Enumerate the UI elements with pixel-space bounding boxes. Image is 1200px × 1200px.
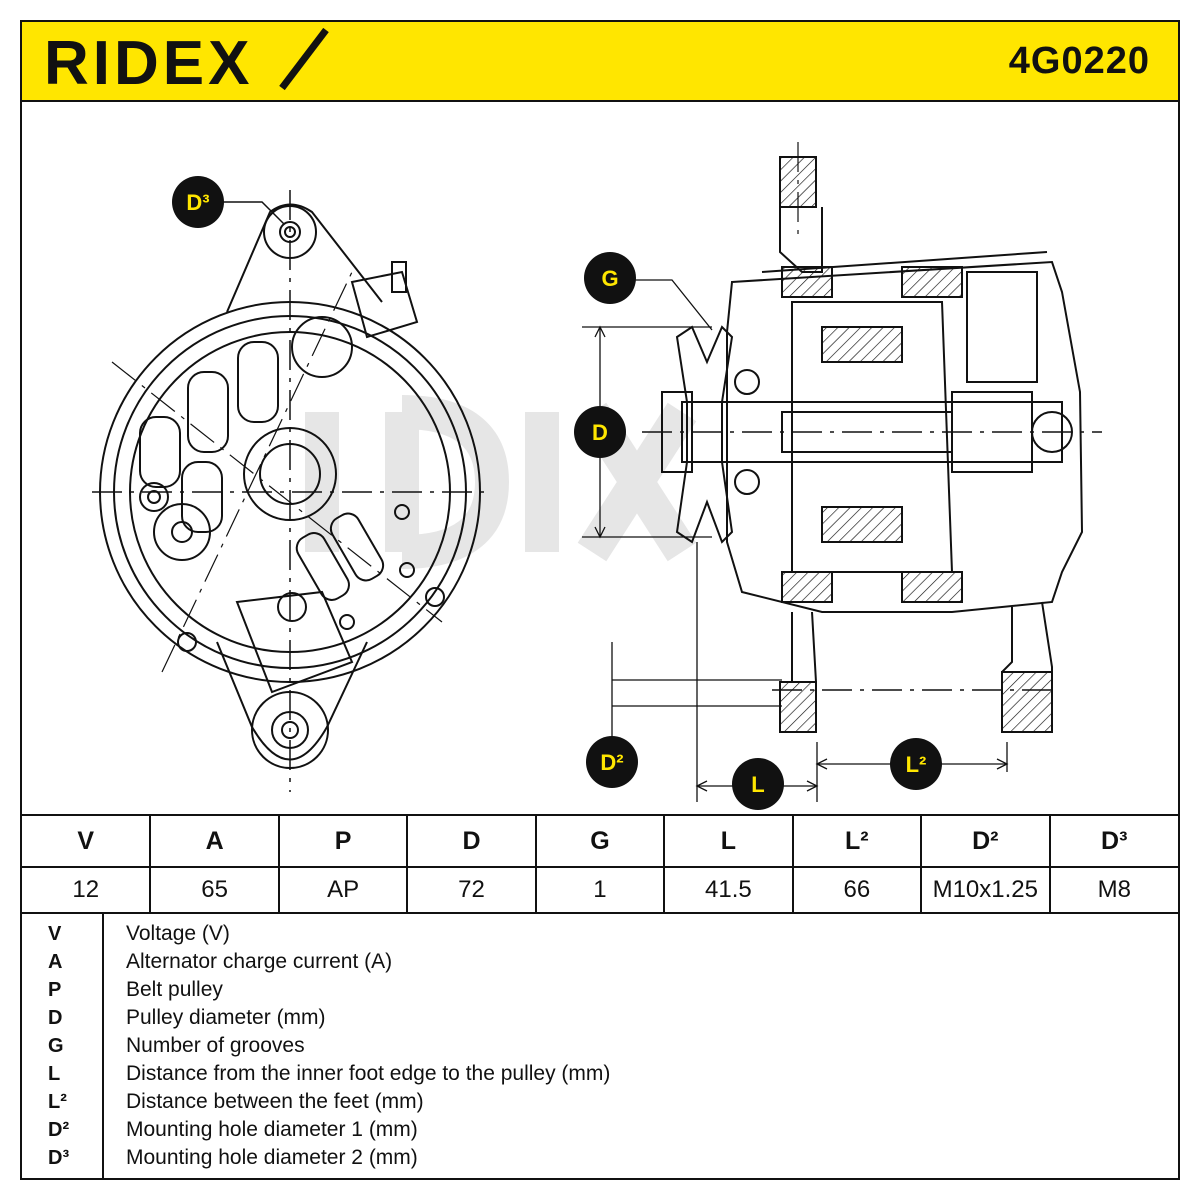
- legend-item: L² Distance between the feet (mm): [22, 1088, 1178, 1116]
- watermark: [305, 395, 697, 569]
- spec-header: V: [22, 816, 152, 868]
- callout-d2: D²: [586, 736, 638, 788]
- legend-item: D² Mounting hole diameter 1 (mm): [22, 1116, 1178, 1144]
- callout-l2: L²: [890, 738, 942, 790]
- legend-item: G Number of grooves: [22, 1032, 1178, 1060]
- specs-table: V A P D G L L² D² D³ 12 65 AP 72 1 41.5 …: [22, 814, 1178, 914]
- legend-text: Voltage (V): [126, 922, 230, 945]
- spec-header: L²: [792, 816, 923, 868]
- legend-item: V Voltage (V): [22, 920, 1178, 948]
- legend-text: Distance between the feet (mm): [126, 1090, 424, 1113]
- technical-drawing: D³ G D D² L L²: [22, 102, 1178, 814]
- spec-value: M8: [1097, 876, 1131, 903]
- legend-item: D Pulley diameter (mm): [22, 1004, 1178, 1032]
- svg-text:L: L: [751, 772, 764, 797]
- legend-text: Belt pulley: [126, 978, 223, 1001]
- callout-l: L: [732, 758, 784, 810]
- legend-code: G: [48, 1035, 64, 1057]
- legend-code: L²: [48, 1091, 67, 1113]
- callout-d: D: [574, 406, 626, 458]
- callout-d3: D³: [172, 176, 224, 228]
- brand-logo: RIDEX: [44, 27, 334, 98]
- brand-name: RIDEX: [44, 29, 253, 94]
- legend-item: A Alternator charge current (A): [22, 948, 1178, 976]
- legend-code: D: [48, 1007, 63, 1029]
- legend-text: Distance from the inner foot edge to the…: [126, 1062, 611, 1085]
- callout-g: G: [584, 252, 636, 304]
- spec-value: 12: [22, 867, 152, 912]
- spec-header: L: [664, 816, 794, 868]
- spec-value: AP: [278, 867, 409, 912]
- svg-text:D: D: [592, 420, 608, 445]
- legend-code: P: [48, 979, 62, 1001]
- spec-header: D²: [921, 816, 1051, 868]
- spec-header: G: [535, 816, 666, 868]
- spec-header: D³: [1049, 816, 1178, 868]
- svg-text:L²: L²: [906, 752, 927, 777]
- part-number: 4G0220: [1008, 40, 1150, 82]
- svg-text:D³: D³: [186, 190, 209, 215]
- spec-value: M10x1.25: [921, 867, 1051, 912]
- legend-text: Mounting hole diameter 1 (mm): [126, 1118, 418, 1141]
- legend-item: D³ Mounting hole diameter 2 (mm): [22, 1144, 1178, 1172]
- side-section-view: [642, 142, 1102, 733]
- spec-value: 72: [407, 867, 537, 912]
- spec-header: D: [407, 816, 537, 868]
- legend-text: Pulley diameter (mm): [126, 1006, 326, 1029]
- spec-value: 41.5: [664, 867, 794, 912]
- header-bar: RIDEX 4G0220: [22, 22, 1178, 102]
- specs-value-row: 12 65 AP 72 1 41.5 66 M10x1.25 M8: [22, 867, 1178, 912]
- front-view: [92, 190, 492, 792]
- datasheet: RIDEX 4G0220: [20, 20, 1180, 1180]
- legend-code: A: [48, 951, 63, 973]
- svg-text:D²: D²: [600, 750, 623, 775]
- section-hatching: [780, 157, 1052, 732]
- legend-text: Alternator charge current (A): [126, 950, 393, 973]
- legend-code: L: [48, 1063, 61, 1085]
- svg-text:G: G: [601, 266, 618, 291]
- legend-code: V: [48, 923, 62, 945]
- legend: V Voltage (V) A Alternator charge curren…: [22, 914, 1178, 1180]
- specs-header-row: V A P D G L L² D² D³: [22, 816, 1178, 868]
- legend-code: D³: [48, 1147, 70, 1169]
- spec-value: 66: [792, 867, 923, 912]
- legend-text: Number of grooves: [126, 1034, 305, 1057]
- legend-divider: [102, 914, 104, 1178]
- spec-value: 1: [535, 867, 666, 912]
- spec-header: P: [278, 816, 409, 868]
- legend-text: Mounting hole diameter 2 (mm): [126, 1146, 418, 1169]
- legend-item: P Belt pulley: [22, 976, 1178, 1004]
- legend-code: D²: [48, 1119, 70, 1141]
- legend-item: L Distance from the inner foot edge to t…: [22, 1060, 1178, 1088]
- spec-value: 65: [150, 867, 280, 912]
- spec-header: A: [150, 816, 280, 868]
